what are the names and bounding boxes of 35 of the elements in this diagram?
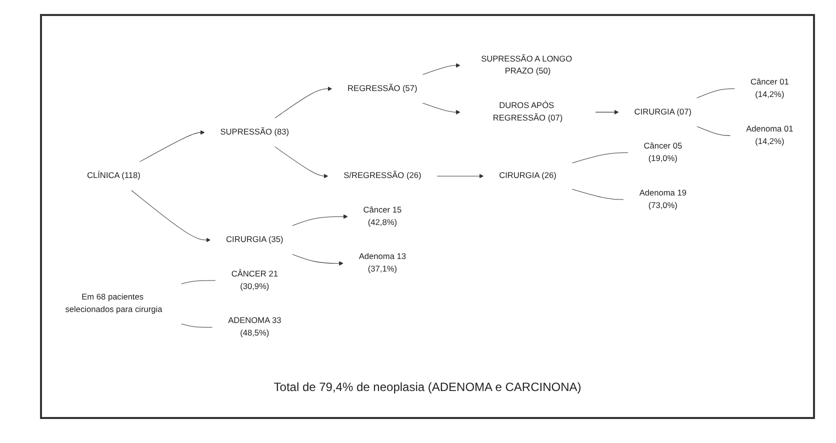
node-text: DUROS APÓS REGRESSÃO (07)	[492, 100, 563, 122]
node-text: CIRURGIA (26)	[499, 171, 556, 180]
connector	[696, 88, 736, 98]
node-text: Adenoma 01 (14,2%)	[746, 124, 794, 146]
node-text: Em 68 pacientes selecionados para cirurgia	[65, 292, 162, 314]
arrow	[130, 190, 211, 242]
node-text: CIRURGIA (07)	[634, 107, 692, 116]
connector	[181, 323, 213, 328]
connector	[572, 188, 624, 200]
connector	[696, 126, 731, 136]
arrow	[436, 173, 484, 178]
arrow	[138, 130, 205, 162]
node-text: ADENOMA 33 (48,5%)	[228, 316, 282, 338]
node-text: CIRURGIA (35)	[226, 234, 284, 244]
arrow	[274, 146, 328, 178]
arrow	[291, 214, 348, 226]
frame-border: CLÍNICA (118) SUPRESSÃO (83) CIRURGIA (35) REGRESSÃO (57) S/REGRESSÃO (26) SUPRESSÃO A LONGO PRAZO (50) DUROS APÓS REGRESSÃO (07) CIRURGIA (26) CIRURGIA (07) Câncer 15 (42,8%) Adenoma 13 (37,1%) Câncer 05 (19,0%) Adenoma 19 (73,0%) Câncer 01 (14,2%) Adenoma 01 (14,2%) Em 68 pacientes selecionados para cirurgia CÂNCER 21 (30,9%) ADENOMA 33 (48,5%) Total de 79,4% de neoplasia (ADENOMA e CARCINONA)	[40, 14, 815, 419]
node-text: REGRESSÃO (57)	[348, 84, 418, 93]
node-text: SUPRESSÃO (83)	[220, 127, 290, 136]
node-text: CÂNCER 21 (30,9%)	[231, 269, 278, 291]
node-text: S/REGRESSÃO (26)	[344, 171, 422, 180]
connector	[572, 152, 628, 163]
arrow	[291, 253, 344, 266]
node-text: Adenoma 13 (37,1%)	[358, 252, 406, 274]
note-text: Total de 79,4% de neoplasia (ADENOMA e CARCINONA)	[274, 380, 582, 394]
node-text: Câncer 01 (14,2%)	[750, 78, 789, 99]
node-text: Adenoma 19 (73,0%)	[639, 188, 686, 210]
node-text: Câncer 15 (42,8%)	[363, 205, 402, 227]
node-text: SUPRESSÃO A LONGO PRAZO (50)	[481, 54, 572, 76]
node-text: Câncer 05 (19,0%)	[644, 141, 682, 163]
node-text: CLÍNICA (118)	[87, 171, 140, 180]
arrow	[422, 102, 460, 114]
connector	[181, 280, 216, 284]
arrow	[595, 110, 619, 114]
arrow	[274, 86, 332, 118]
